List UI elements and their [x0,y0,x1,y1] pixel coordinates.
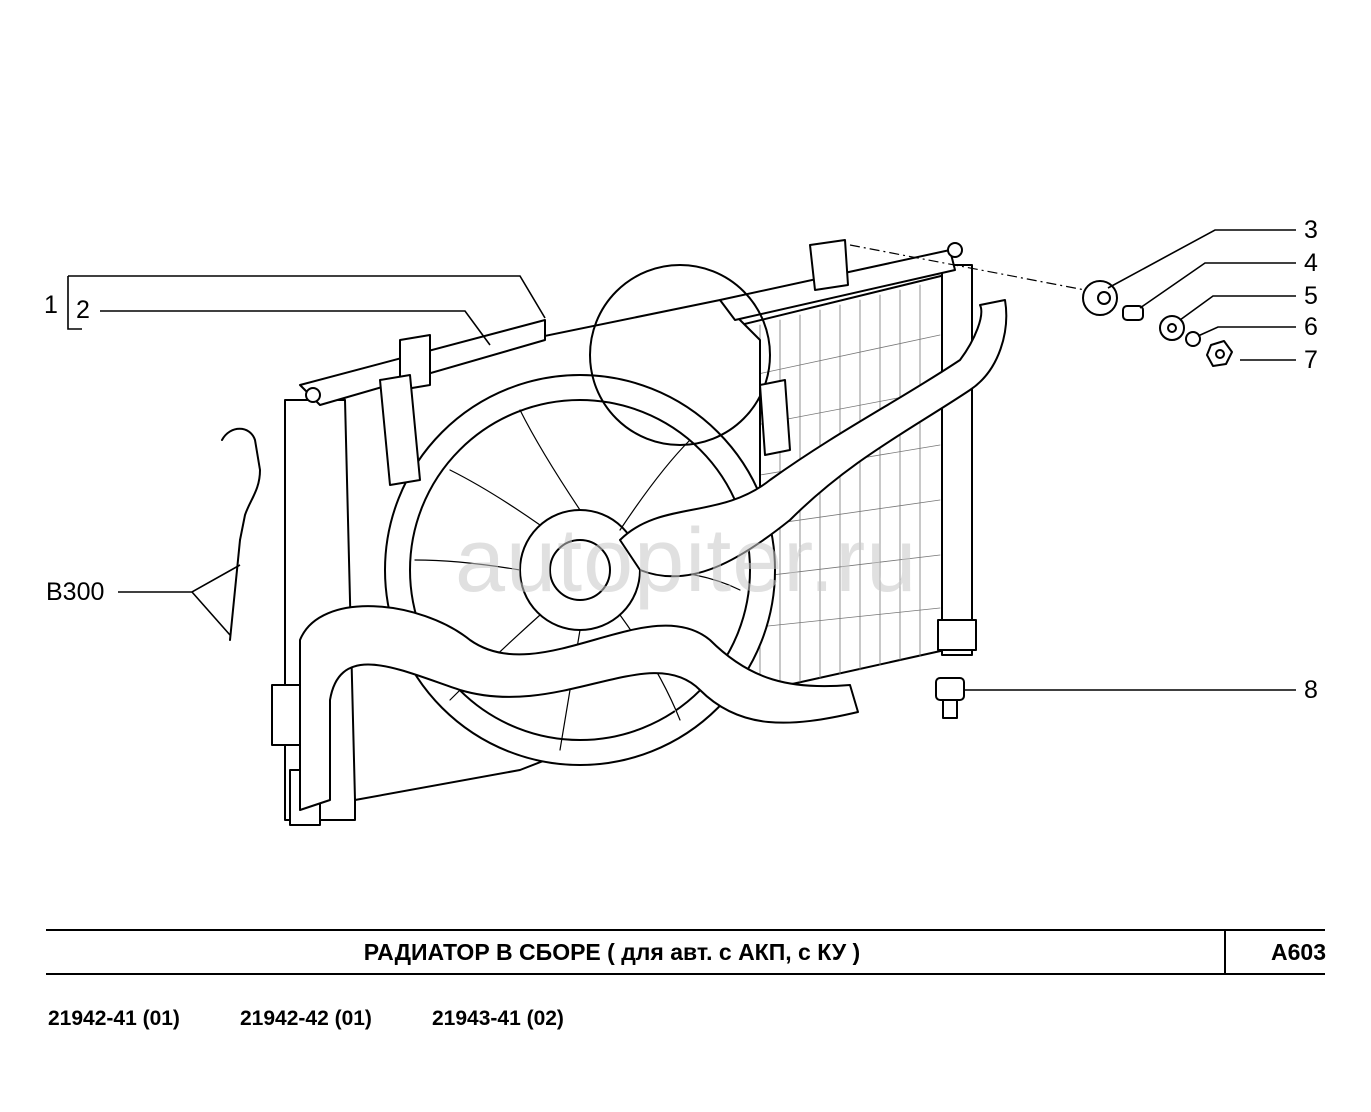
lock-washer-6 [1185,331,1201,347]
watermark: autopiter.ru [455,511,918,611]
title-divider [1224,931,1226,973]
page-code: A603 [1271,939,1326,965]
mounting-brackets [305,239,963,486]
sleeve-4 [1122,305,1144,321]
upper-hose [619,299,1008,578]
overflow-pipe [221,427,261,541]
left-tank [271,399,356,826]
rubber-bushing-3 [1082,280,1118,316]
lower-hose [299,605,859,811]
callout-6: 6 [1304,313,1318,341]
model-code: 21943-41 (02) [432,1007,564,1030]
bolt-8 [935,677,965,719]
callout-1: 1 [44,291,58,319]
model-code: 21942-42 (01) [240,1007,372,1030]
callout-5: 5 [1304,282,1318,310]
nut-7 [1206,340,1233,367]
washer-5 [1159,315,1185,341]
callout-4: 4 [1304,249,1318,277]
callout-2: 2 [76,296,90,324]
model-code: 21942-41 (01) [48,1007,180,1030]
page-title: РАДИАТОР В СБОРЕ ( для авт. с АКП, с КУ … [363,939,861,965]
leader-lines [67,229,1296,691]
callout-8: 8 [1304,676,1318,704]
callout-3: 3 [1304,216,1318,244]
callout-b300: B300 [46,578,105,606]
callout-7: 7 [1304,346,1318,374]
title-block: РАДИАТОР В СБОРЕ ( для авт. с АКП, с КУ … [46,929,1326,975]
